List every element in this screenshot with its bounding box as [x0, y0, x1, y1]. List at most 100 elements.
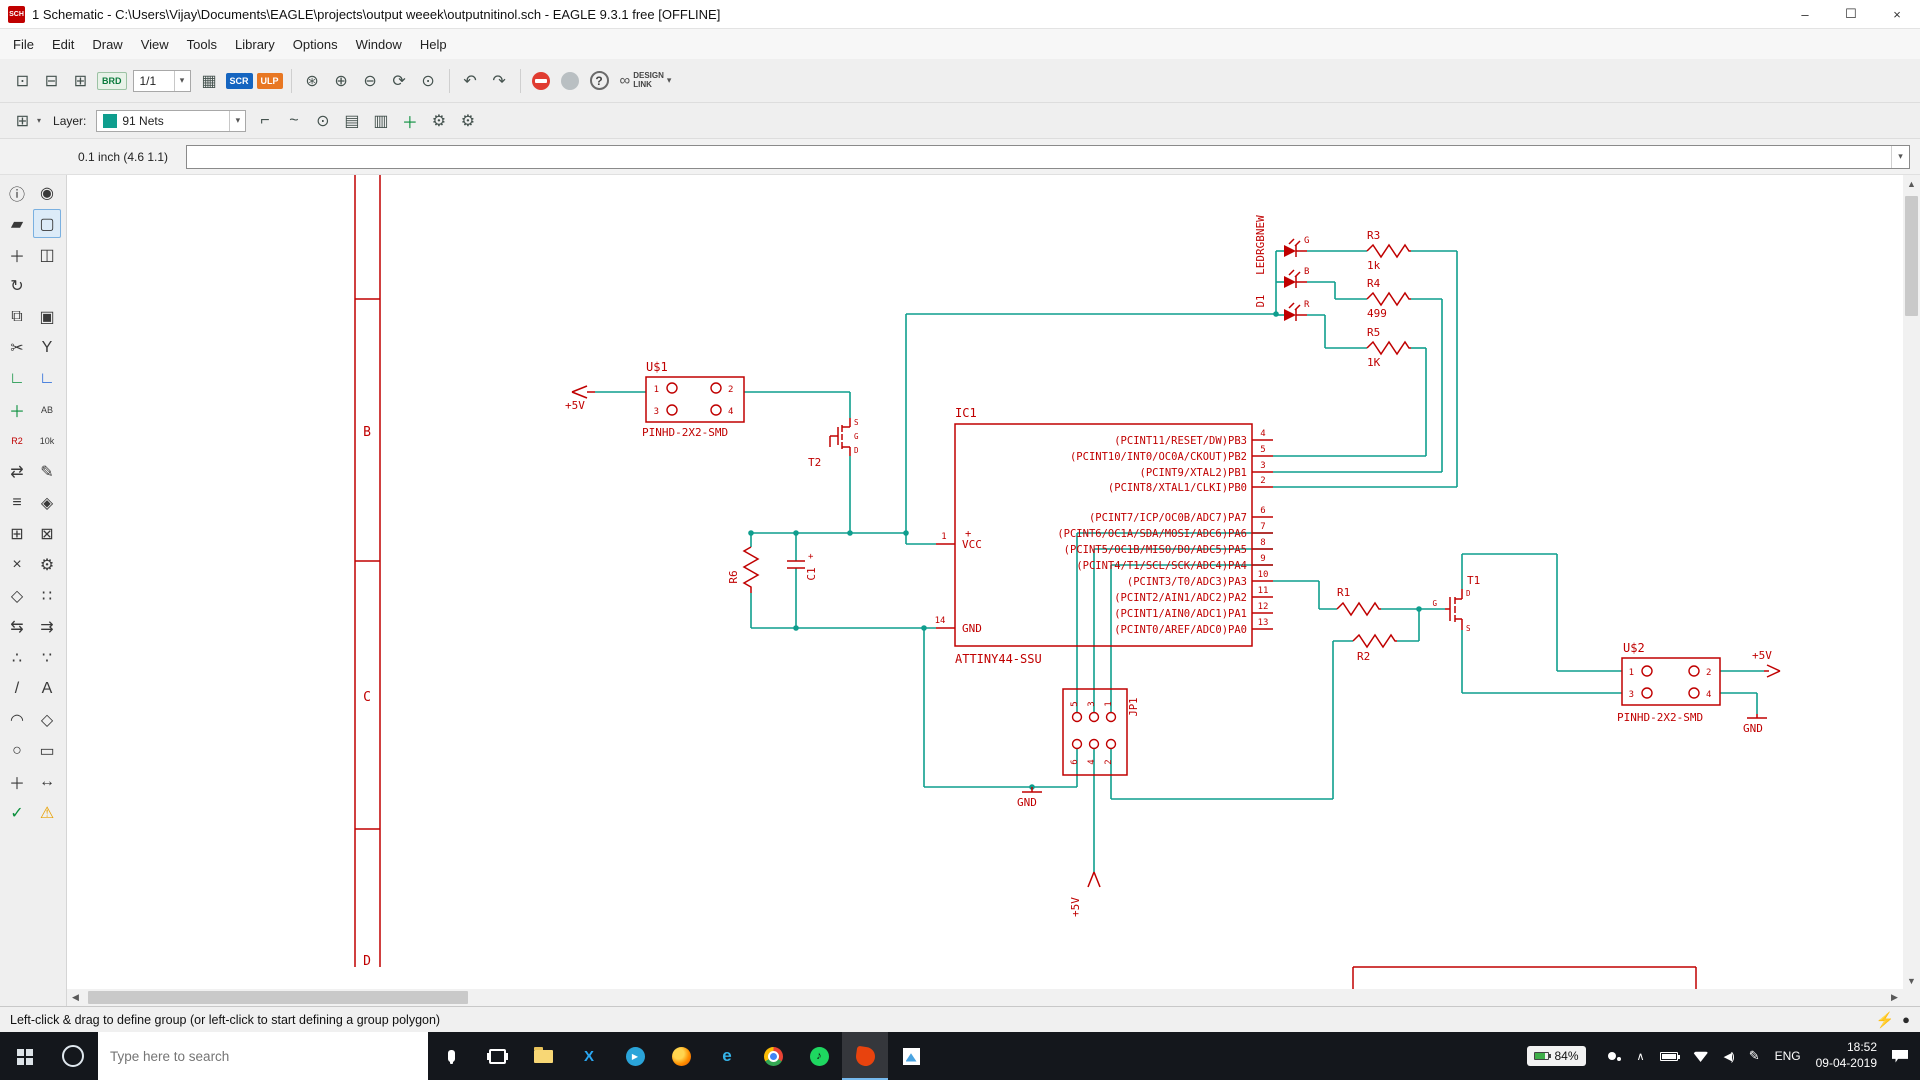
vertical-scrollbar[interactable]: ▲ ▼ [1903, 175, 1920, 989]
notification-center-button[interactable] [1892, 1049, 1908, 1063]
info-tool-icon[interactable]: ⓘ [8, 186, 25, 204]
language-button[interactable]: ENG [1774, 1049, 1801, 1063]
search-input[interactable] [110, 1048, 416, 1064]
file-explorer-button[interactable] [520, 1032, 566, 1080]
menu-view[interactable]: View [140, 36, 169, 52]
open-button[interactable]: ⊡ [15, 72, 30, 90]
zoom-select-button[interactable]: ⊙ [421, 72, 435, 90]
run-ulp-button[interactable]: ULP [256, 72, 283, 89]
horizontal-scrollbar[interactable]: ◀ ▶ [67, 989, 1903, 1006]
schematic-canvas[interactable]: B C D [67, 175, 1903, 989]
rotate-tool-icon[interactable]: ↻ [10, 277, 24, 295]
horizontal-scroll-thumb[interactable] [88, 991, 468, 1004]
smash-tool-icon[interactable]: R2 [11, 435, 23, 446]
dimension-tool-icon[interactable]: ↔ [39, 772, 55, 790]
pour-tool-icon[interactable]: ◇ [10, 587, 24, 605]
junction-tool-icon[interactable]: ＋ [8, 775, 25, 793]
resistor-r5[interactable]: R5 1K [1366, 326, 1411, 369]
command-input[interactable] [187, 145, 1891, 168]
resistor-r3[interactable]: R3 1k [1366, 229, 1411, 272]
menu-library[interactable]: Library [235, 36, 275, 52]
settings-button[interactable]: ⚙ [431, 112, 447, 130]
tools-icon[interactable]: ⚙ [39, 556, 55, 574]
via-tool-icon[interactable]: ∷ [41, 587, 53, 605]
menu-options[interactable]: Options [292, 36, 338, 52]
errors-tool-icon[interactable]: ⚠ [39, 804, 55, 822]
move-tool-icon[interactable]: ＋ [8, 248, 25, 266]
layer-select[interactable]: 91 Nets ▾ [96, 109, 247, 132]
battery-percent-widget[interactable]: 84% [1527, 1046, 1586, 1066]
name-tool-icon[interactable]: ✎ [40, 463, 54, 481]
chrome-button[interactable] [750, 1032, 796, 1080]
gnd-bottom[interactable]: GND [1017, 787, 1042, 809]
taskbar-search[interactable] [98, 1032, 428, 1080]
people-icon[interactable] [1607, 1052, 1616, 1060]
menu-draw[interactable]: Draw [92, 36, 123, 52]
wifi-icon[interactable] [1692, 1051, 1709, 1062]
cut-tool-icon[interactable]: ✂ [10, 339, 24, 357]
magnify-button[interactable]: ⊙ [316, 112, 330, 130]
volume-icon[interactable]: ◀) [1723, 1050, 1735, 1063]
supply-5v-right[interactable]: +5V [1752, 649, 1781, 678]
schematic-svg[interactable]: B C D [67, 175, 1903, 989]
pattern-tool-icon[interactable]: ∵ [41, 649, 53, 667]
split-tool-icon[interactable]: Y [41, 338, 53, 356]
arc-tool-icon[interactable]: ◠ [10, 711, 24, 729]
spotify-button[interactable]: ♪ [796, 1032, 842, 1080]
wire-bend-button[interactable]: ⌐ [260, 111, 270, 129]
mosfet-t2[interactable]: S G D T2 [808, 418, 859, 469]
tray-expand-button[interactable]: ∧ [1636, 1050, 1645, 1063]
copy-tool-icon[interactable]: ⧉ [11, 307, 23, 325]
net-wires[interactable] [595, 250, 1764, 872]
paste-tool-icon[interactable]: ▣ [39, 308, 55, 326]
capacitor-c1[interactable]: + C1 [787, 552, 818, 581]
library-manager-button[interactable]: ▦ [201, 72, 217, 90]
copy-group-tool-icon[interactable]: ⊞ [10, 525, 24, 543]
class-tool-icon[interactable]: ⇉ [40, 618, 54, 636]
scroll-right-icon[interactable]: ▶ [1891, 992, 1898, 1002]
help-button[interactable]: ? [586, 67, 613, 94]
display-tool-icon[interactable]: ◉ [40, 184, 54, 202]
ic1-attiny44[interactable]: IC1 ATTINY44-SSU 1 14 + VCC GND [935, 406, 1273, 666]
close-button[interactable]: × [1893, 6, 1901, 22]
label-tool-icon[interactable]: AB [40, 404, 53, 415]
grid-dropdown-arrow[interactable]: ▾ [37, 116, 42, 125]
pinswap-tool-icon[interactable]: ⇄ [10, 463, 24, 481]
photos-button[interactable] [888, 1032, 934, 1080]
preferences-button[interactable]: ⚙ [460, 112, 476, 130]
resistor-r6[interactable]: R6 [727, 546, 760, 593]
swap-tool-icon[interactable]: ⇆ [10, 618, 24, 636]
scroll-up-icon[interactable]: ▲ [1907, 178, 1916, 189]
command-combobox[interactable]: ▾ [186, 144, 1910, 169]
clock[interactable]: 18:52 09-04-2019 [1816, 1040, 1877, 1071]
connector-u2[interactable]: 1 2 3 4 U$2 PINHD-2X2-SMD [1617, 641, 1721, 724]
circle-tool-icon[interactable]: ○ [12, 741, 22, 759]
telegram-button[interactable]: ▶ [612, 1032, 658, 1080]
print-button[interactable]: ⊞ [73, 72, 88, 90]
zoom-in-button[interactable]: ⊕ [334, 72, 348, 90]
supply-5v-left[interactable]: +5V [565, 385, 595, 412]
supply-5v-bottom[interactable]: +5V [1069, 871, 1101, 917]
menu-help[interactable]: Help [419, 36, 447, 52]
eagle-taskbar-button[interactable] [842, 1032, 888, 1080]
mitre-button[interactable]: ~ [289, 111, 299, 129]
switch-to-board-button[interactable]: BRD [97, 71, 127, 90]
firefox-button[interactable] [658, 1032, 704, 1080]
isp-header-jp1[interactable]: 5 3 1 6 4 2 JP1 [1062, 688, 1140, 776]
wire-tool-icon[interactable]: ∟ [9, 369, 25, 387]
resistor-r2[interactable]: R2 [1352, 633, 1397, 663]
save-button[interactable]: ⊟ [44, 72, 59, 90]
paste-group-tool-icon[interactable]: ⊠ [40, 525, 54, 543]
fill-style-2-button[interactable]: ▥ [373, 112, 389, 130]
sheet-select[interactable]: 1/1 ▾ [132, 69, 191, 92]
start-button[interactable] [0, 1032, 48, 1080]
menu-tools[interactable]: Tools [186, 36, 218, 52]
stop-command-button[interactable] [528, 67, 555, 94]
zoom-out-button[interactable]: ⊖ [363, 72, 377, 90]
vscode-button[interactable]: X [566, 1032, 612, 1080]
ratsnest-tool-icon[interactable]: ≡ [12, 493, 22, 511]
zoom-fit-button[interactable]: ⊛ [305, 72, 319, 90]
mirror-tool-icon[interactable]: ◫ [39, 246, 55, 264]
group-tool-icon[interactable]: ▢ [33, 209, 61, 238]
